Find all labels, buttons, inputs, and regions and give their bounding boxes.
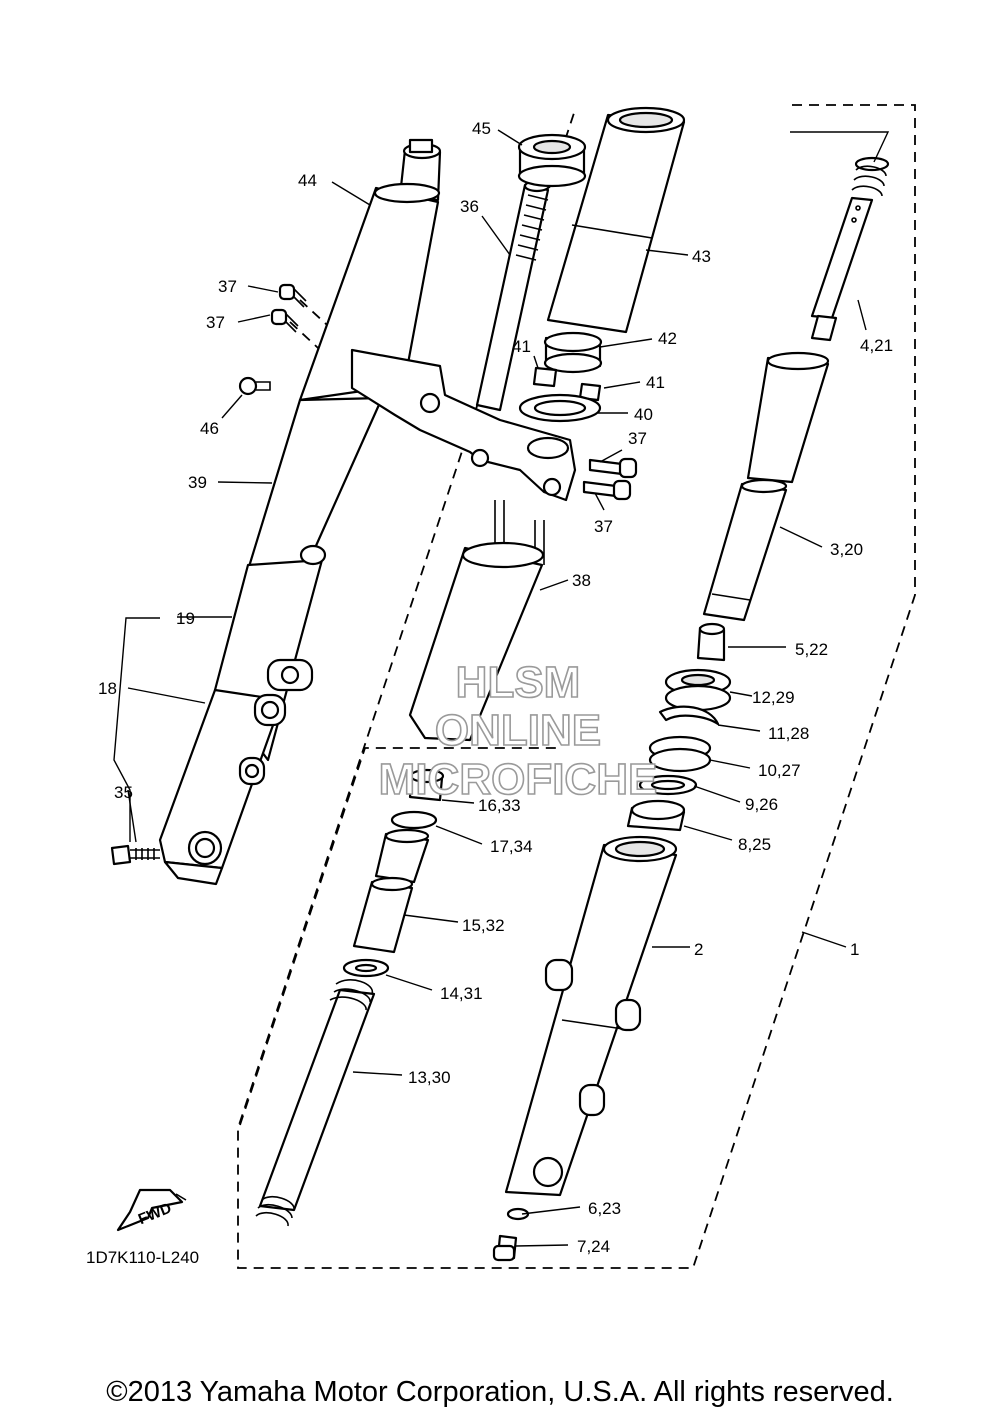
callout-14: 14,31 xyxy=(440,984,483,1003)
callout-41a: 41 xyxy=(512,337,531,356)
callout-18: 18 xyxy=(98,679,117,698)
steering-assembly xyxy=(238,106,686,742)
bolt-37d xyxy=(582,480,618,498)
damper-rod xyxy=(810,196,874,320)
callout-45: 45 xyxy=(472,119,491,138)
callout-12: 12,29 xyxy=(752,688,795,707)
callout-4: 4,21 xyxy=(860,336,893,355)
assembly-boundary-13 xyxy=(239,747,560,1126)
studs-38 xyxy=(494,500,545,565)
fwd-arrow-icon: FWD xyxy=(116,1188,187,1232)
callout-37b: 37 xyxy=(206,313,225,332)
callout-36: 36 xyxy=(460,197,479,216)
callout-40: 40 xyxy=(634,405,653,424)
svg-text:HLSM: HLSM xyxy=(456,658,581,707)
svg-text:MICROFICHE: MICROFICHE xyxy=(379,755,658,804)
callout-9: 9,26 xyxy=(745,795,778,814)
callout-44: 44 xyxy=(298,171,317,190)
bolt-35 xyxy=(110,844,132,866)
diagram-code: 1D7K110-L240 xyxy=(86,1248,199,1267)
tube-15 xyxy=(352,880,414,954)
front-fork-exploded-view: FWD HLSM ONLINE MICROFICHE xyxy=(86,104,916,1269)
callout-8: 8,25 xyxy=(738,835,771,854)
callout-38: 38 xyxy=(572,571,591,590)
bolt-37b xyxy=(270,308,288,326)
callout-35: 35 xyxy=(114,783,133,802)
bolt-37c xyxy=(588,458,624,476)
clip-11 xyxy=(658,705,720,726)
fork-leg-left xyxy=(110,138,442,886)
callout-46: 46 xyxy=(200,419,219,438)
callout-42: 42 xyxy=(658,329,677,348)
callout-37a: 37 xyxy=(218,277,237,296)
callout-37d: 37 xyxy=(594,517,613,536)
callout-3: 3,20 xyxy=(830,540,863,559)
spring-13 xyxy=(258,988,376,1212)
callout-5: 5,22 xyxy=(795,640,828,659)
callout-19: 19 xyxy=(176,609,195,628)
callout-15: 15,32 xyxy=(462,916,505,935)
callout-labels: 1 2 3,20 4,21 5,22 6,23 7,24 8,25 9,26 1… xyxy=(98,119,893,1256)
o-ring-17 xyxy=(390,810,438,830)
bolt-37a xyxy=(278,283,296,301)
svg-text:ONLINE: ONLINE xyxy=(435,706,601,755)
callout-1: 1 xyxy=(850,940,859,959)
bolt-46 xyxy=(238,376,258,396)
callout-7: 7,24 xyxy=(577,1237,610,1256)
callout-41b: 41 xyxy=(646,373,665,392)
watermark: HLSM ONLINE MICROFICHE xyxy=(378,657,658,805)
nut-41b xyxy=(578,382,602,402)
nut-41a xyxy=(532,366,558,388)
washer-6 xyxy=(506,1207,530,1221)
fork-leg-right xyxy=(492,156,890,1262)
callout-13: 13,30 xyxy=(408,1068,451,1087)
damper-kit xyxy=(255,768,445,1227)
callout-11: 11,28 xyxy=(768,724,809,743)
callout-6: 6,23 xyxy=(588,1199,621,1218)
copyright-notice: ©2013 Yamaha Motor Corporation, U.S.A. A… xyxy=(106,1376,894,1408)
callout-16: 16,33 xyxy=(478,796,521,815)
assembly-boundary-1 xyxy=(237,104,916,1269)
outer-tube-2 xyxy=(504,843,678,1197)
leader-lines xyxy=(113,129,890,1247)
under-bracket xyxy=(350,348,577,502)
callout-2: 2 xyxy=(694,940,703,959)
callout-37c: 37 xyxy=(628,429,647,448)
callout-39: 39 xyxy=(188,473,207,492)
cylinder-upper xyxy=(746,356,830,484)
callout-17: 17,34 xyxy=(490,837,533,856)
callout-43: 43 xyxy=(692,247,711,266)
callout-10: 10,27 xyxy=(758,761,801,780)
